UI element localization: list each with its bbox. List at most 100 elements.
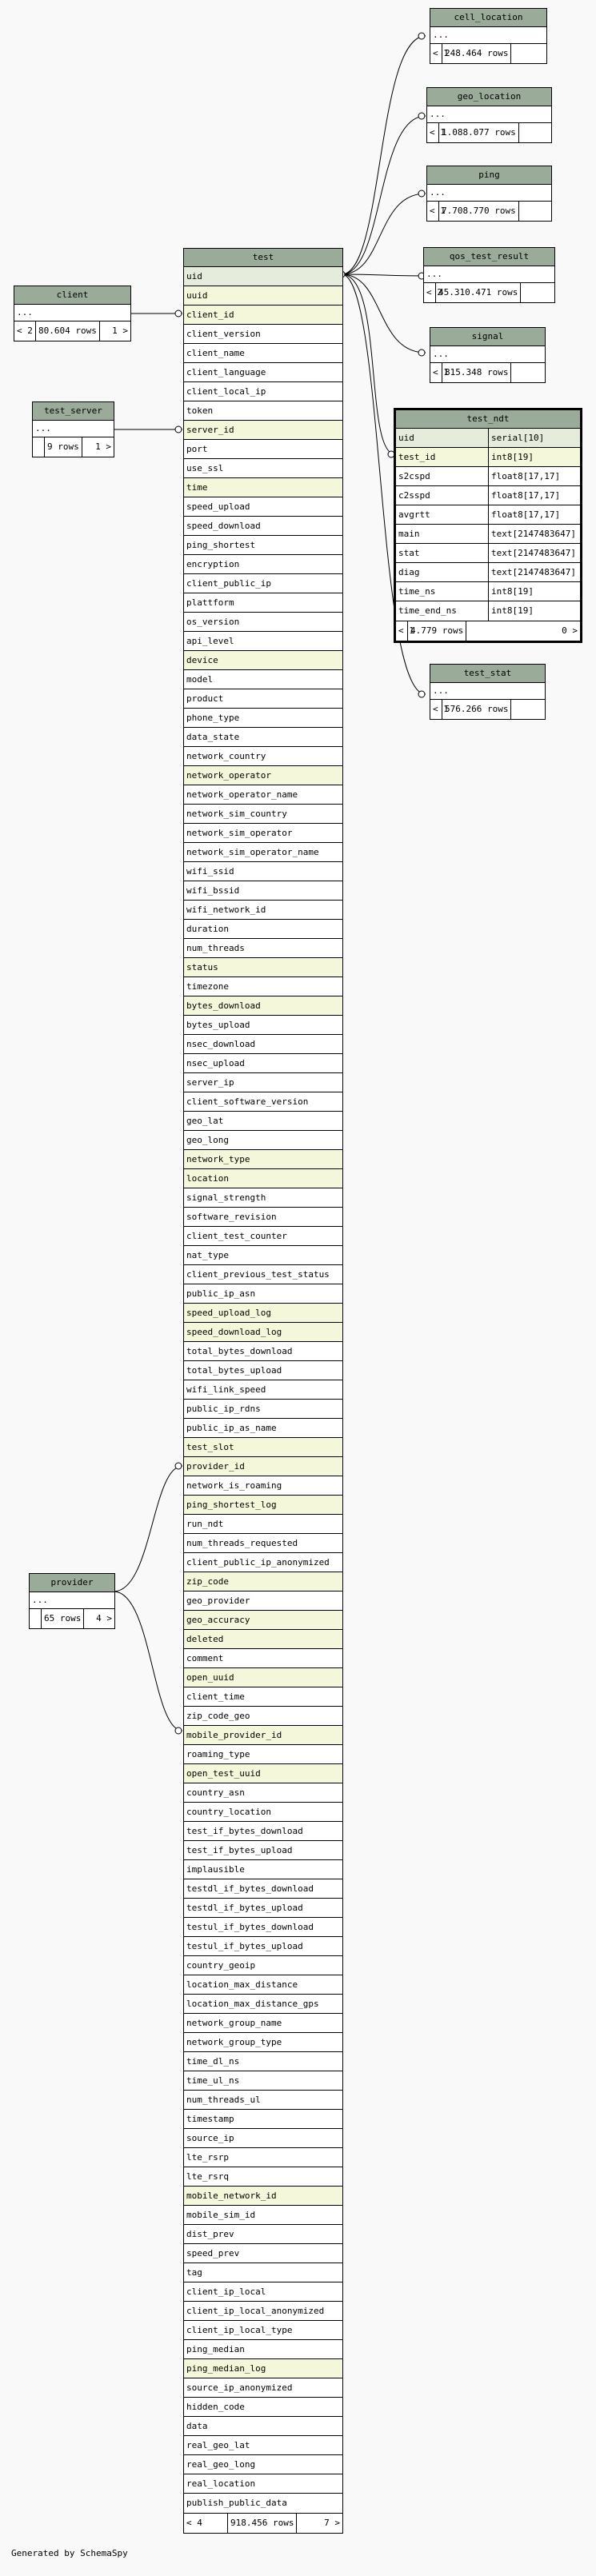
column-row[interactable]: timezone — [184, 977, 342, 996]
column-row[interactable]: client_public_ip_anonymized — [184, 1553, 342, 1572]
column-row[interactable]: bytes_upload — [184, 1016, 342, 1035]
footer-left[interactable]: < 1 — [433, 704, 449, 714]
column-row[interactable]: data — [184, 2417, 342, 2436]
column-row[interactable]: wifi_ssid — [184, 862, 342, 881]
column-row[interactable]: wifi_link_speed — [184, 1380, 342, 1400]
provider-table[interactable]: provider ... 65 rows 4 > — [29, 1573, 115, 1629]
column-row[interactable]: tag — [184, 2263, 342, 2282]
column-row[interactable]: public_ip_as_name — [184, 1419, 342, 1438]
column-row[interactable]: real_location — [184, 2474, 342, 2494]
column-row[interactable]: product — [184, 689, 342, 709]
column-row[interactable]: encryption — [184, 555, 342, 574]
column-row[interactable]: data_state — [184, 728, 342, 747]
footer-left[interactable]: < 1 — [430, 206, 446, 216]
column-row[interactable]: num_threads — [184, 939, 342, 958]
column-row[interactable]: network_operator — [184, 766, 342, 785]
column-row[interactable]: api_level — [184, 632, 342, 651]
footer-left[interactable]: < 2 — [17, 325, 33, 336]
column-row[interactable]: num_threads_requested — [184, 1534, 342, 1553]
column-row[interactable]: run_ndt — [184, 1515, 342, 1534]
column-row[interactable]: real_geo_long — [184, 2455, 342, 2474]
column-row[interactable]: public_ip_asn — [184, 1284, 342, 1304]
column-row[interactable]: testdl_if_bytes_download — [184, 1879, 342, 1899]
column-row[interactable]: zip_code_geo — [184, 1707, 342, 1726]
column-row[interactable]: speed_upload — [184, 497, 342, 517]
column-row[interactable]: testdl_if_bytes_upload — [184, 1899, 342, 1918]
column-row[interactable]: network_country — [184, 747, 342, 766]
column-row[interactable]: time_dl_ns — [184, 2052, 342, 2071]
column-row[interactable]: geo_accuracy — [184, 1611, 342, 1630]
column-row[interactable]: testul_if_bytes_upload — [184, 1937, 342, 1956]
column-row[interactable]: source_ip_anonymized — [184, 2378, 342, 2398]
column-row[interactable]: phone_type — [184, 709, 342, 728]
column-row[interactable]: roaming_type — [184, 1745, 342, 1764]
signal-table[interactable]: signal ... < 1 815.348 rows — [430, 327, 546, 383]
footer-left[interactable]: < 1 — [430, 127, 446, 138]
footer-right[interactable]: 1 > — [95, 441, 111, 452]
column-row[interactable]: speed_download — [184, 517, 342, 536]
column-row[interactable]: status — [184, 958, 342, 977]
footer-right[interactable]: 4 > — [96, 1613, 112, 1623]
column-row[interactable]: client_public_ip — [184, 574, 342, 593]
column-row[interactable]: country_geoip — [184, 1956, 342, 1975]
column-row[interactable]: client_language — [184, 363, 342, 382]
column-row[interactable]: dist_prev — [184, 2225, 342, 2244]
column-row[interactable]: geo_lat — [184, 1112, 342, 1131]
column-row[interactable]: client_previous_test_status — [184, 1265, 342, 1284]
column-row[interactable]: provider_id — [184, 1457, 342, 1476]
footer-right[interactable]: 1 > — [112, 325, 128, 336]
column-row[interactable]: open_uuid — [184, 1668, 342, 1687]
footer-left[interactable]: < 4 — [186, 2518, 202, 2528]
column-row[interactable]: test_if_bytes_download — [184, 1822, 342, 1841]
column-row[interactable]: use_ssl — [184, 459, 342, 478]
column-row[interactable]: wifi_bssid — [184, 881, 342, 901]
column-row[interactable]: network_group_type — [184, 2033, 342, 2052]
column-row[interactable]: total_bytes_download — [184, 1342, 342, 1361]
column-row[interactable]: speed_upload_log — [184, 1304, 342, 1323]
column-row[interactable]: speed_prev — [184, 2244, 342, 2263]
column-row[interactable]: test_if_bytes_upload — [184, 1841, 342, 1860]
column-row[interactable]: uuid — [184, 286, 342, 306]
column-row[interactable]: network_is_roaming — [184, 1476, 342, 1496]
column-row[interactable]: nsec_upload — [184, 1054, 342, 1073]
column-row[interactable]: time_ul_ns — [184, 2071, 342, 2091]
column-row[interactable]: uid — [184, 267, 342, 286]
footer-left[interactable]: < 1 — [433, 48, 449, 58]
column-row[interactable]: location_max_distance_gps — [184, 1995, 342, 2014]
column-row[interactable]: country_asn — [184, 1783, 342, 1803]
column-row[interactable]: client_test_counter — [184, 1227, 342, 1246]
column-row[interactable]: open_test_uuid — [184, 1764, 342, 1783]
column-row[interactable]: device — [184, 651, 342, 670]
column-row[interactable]: time — [184, 478, 342, 497]
column-row[interactable]: software_revision — [184, 1208, 342, 1227]
column-row[interactable]: model — [184, 670, 342, 689]
qos-test-result-table[interactable]: qos_test_result ... < 2 45.310.471 rows — [423, 247, 555, 303]
column-row[interactable]: mobile_network_id — [184, 2187, 342, 2206]
client-table[interactable]: client ... < 2 80.604 rows 1 > — [14, 286, 131, 341]
column-row[interactable]: real_geo_lat — [184, 2436, 342, 2455]
column-row[interactable]: zip_code — [184, 1572, 342, 1592]
column-row[interactable]: plattform — [184, 593, 342, 613]
column-row[interactable]: client_id — [184, 306, 342, 325]
column-row[interactable]: mobile_sim_id — [184, 2206, 342, 2225]
column-row[interactable]: network_sim_operator — [184, 824, 342, 843]
test-server-table[interactable]: test_server ... 9 rows 1 > — [32, 401, 114, 457]
column-row[interactable]: ping_shortest — [184, 536, 342, 555]
column-row[interactable]: wifi_network_id — [184, 901, 342, 920]
column-row[interactable]: ping_shortest_log — [184, 1496, 342, 1515]
footer-left[interactable]: < 2 — [426, 287, 442, 298]
column-row[interactable]: source_ip — [184, 2129, 342, 2148]
column-row[interactable]: bytes_download — [184, 996, 342, 1016]
footer-right[interactable]: 7 > — [324, 2518, 340, 2528]
column-row[interactable]: num_threads_ul — [184, 2091, 342, 2110]
column-row[interactable]: client_time — [184, 1687, 342, 1707]
